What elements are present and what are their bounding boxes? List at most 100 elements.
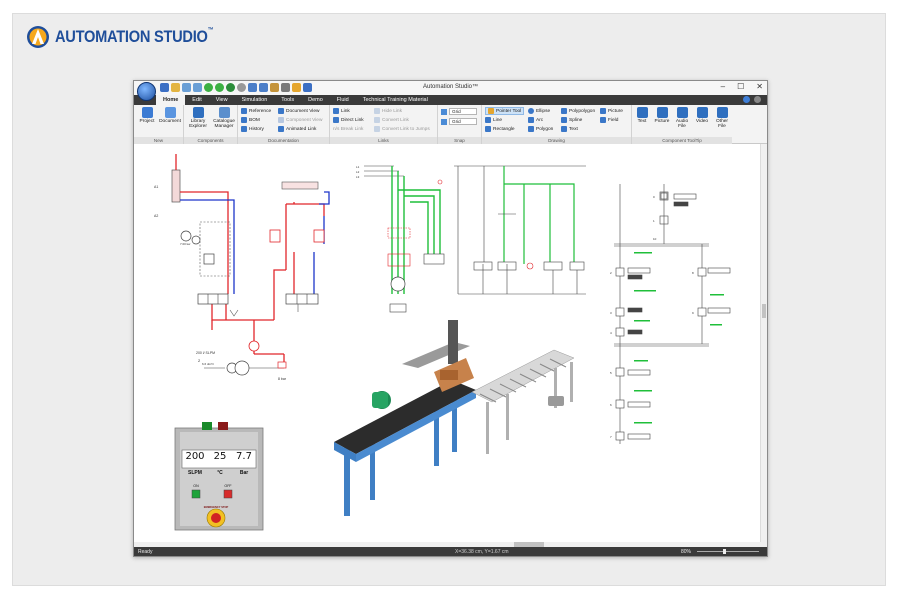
print-icon[interactable] [281, 83, 290, 92]
vertical-scroll-thumb[interactable] [762, 304, 766, 318]
polypolygon-tool-button[interactable]: Polypolygon [561, 107, 595, 115]
tab-edit[interactable]: Edit [192, 97, 202, 103]
close-button[interactable]: ✕ [756, 82, 763, 91]
document-view-icon [278, 108, 284, 114]
hide-link-button[interactable]: Hide Link [374, 107, 402, 115]
tab-view[interactable]: View [215, 97, 228, 103]
other-file-label-2: File [718, 124, 726, 130]
text-tool-button[interactable]: Text [561, 125, 578, 133]
tab-home[interactable]: Home [156, 95, 186, 105]
library-explorer-label-1: Library [190, 119, 206, 124]
title-bar: Automation Studio™ – ☐ ✕ [134, 81, 767, 95]
step-simulation-icon[interactable] [215, 83, 224, 92]
component-view-button[interactable]: Component View [278, 116, 322, 124]
animated-link-button[interactable]: Animated Link [278, 125, 316, 133]
tab-simulation[interactable]: Simulation [241, 97, 268, 103]
history-icon [241, 126, 247, 132]
cut-icon[interactable] [248, 83, 257, 92]
undo-icon[interactable] [182, 83, 191, 92]
tooltip-video-button[interactable]: Video [692, 107, 712, 124]
arc-tool-button[interactable]: Arc [528, 116, 543, 124]
copy-icon[interactable] [259, 83, 268, 92]
library-explorer-button[interactable]: Library Explorer [187, 107, 209, 129]
maximize-button[interactable]: ☐ [737, 82, 745, 91]
ribbon: Project Document New Library Explorer Ca… [134, 105, 767, 144]
cylinder-ref-a1: A1 [154, 185, 158, 189]
component-view-icon [278, 117, 284, 123]
tab-technical-training-material[interactable]: Technical Training Material [362, 97, 428, 103]
document-view-label: Document View [286, 108, 320, 114]
pressure-display-value: 7.7 [236, 451, 252, 462]
line-tool-button[interactable]: Line [485, 116, 502, 124]
phase-l3-label: L3 [356, 175, 360, 179]
history-button[interactable]: History [241, 125, 264, 133]
new-project-button[interactable]: Project [136, 107, 158, 124]
video-label: Video [695, 119, 709, 124]
break-link-button[interactable]: n/s Break Link [333, 125, 363, 133]
field-tool-button[interactable]: Field [600, 116, 618, 124]
direct-link-button[interactable]: Direct Link [333, 116, 364, 124]
snap-grid-size-select[interactable]: Grid [449, 118, 477, 125]
off-button[interactable] [224, 490, 232, 498]
rectangle-tool-button[interactable]: Rectangle [485, 125, 515, 133]
redo-icon[interactable] [193, 83, 202, 92]
on-label: ON [193, 484, 199, 488]
vertical-scrollbar[interactable] [760, 144, 767, 549]
new-document-button[interactable]: Document [159, 107, 181, 124]
tab-tools[interactable]: Tools [281, 97, 295, 103]
help-icon[interactable] [303, 83, 312, 92]
audio-file-icon [676, 107, 688, 118]
cursor-coordinates: X=36.38 cm, Y=1.67 cm [455, 549, 509, 555]
spline-tool-button[interactable]: Spline [561, 116, 582, 124]
tooltip-text-button[interactable]: Text [632, 107, 652, 124]
polygon-tool-button[interactable]: Polygon [528, 125, 553, 133]
horizontal-scroll-thumb[interactable] [514, 542, 544, 547]
library-explorer-label-2: Explorer [189, 124, 207, 130]
on-button[interactable] [192, 490, 200, 498]
rectangle-label: Rectangle [493, 126, 515, 132]
ellipse-tool-button[interactable]: Ellipse [528, 107, 550, 115]
convert-link-button[interactable]: Convert Link [374, 116, 409, 124]
audio-file-label-1: Audio [675, 119, 689, 124]
zoom-icon[interactable] [292, 83, 301, 92]
app-window: Automation Studio™ – ☐ ✕ Home Edit View … [133, 80, 768, 557]
stop-simulation-icon[interactable] [237, 83, 246, 92]
document-canvas[interactable]: 200 l/ SLPM 8 bar 6.6 dm³/r 7.00 kw A1 A… [134, 144, 762, 549]
app-menu-button[interactable] [137, 82, 156, 101]
tab-demo[interactable]: Demo [308, 97, 323, 103]
run-simulation-icon[interactable] [204, 83, 213, 92]
animated-link-icon [278, 126, 284, 132]
link-button[interactable]: Link [333, 107, 350, 115]
catalogue-manager-label-2: Manager [214, 124, 234, 130]
convert-link-to-jumps-button[interactable]: Convert Link to Jumps [374, 125, 430, 133]
tooltip-picture-icon [656, 107, 668, 118]
pause-simulation-icon[interactable] [226, 83, 235, 92]
pointer-tool-button[interactable]: Pointer Tool [485, 107, 525, 115]
horizontal-scrollbar[interactable] [134, 542, 762, 547]
paste-icon[interactable] [270, 83, 279, 92]
hide-link-label: Hide Link [382, 108, 402, 114]
bom-button[interactable]: BOM [241, 116, 260, 124]
reference-button[interactable]: Reference [241, 107, 271, 115]
snap-grid-select[interactable]: Grid [449, 108, 477, 115]
pressure-label: 8 bar [278, 377, 287, 381]
catalogue-manager-button[interactable]: Catalogue Manager [211, 107, 237, 129]
minimize-button[interactable]: – [720, 82, 726, 91]
motor-label: 7.00 kw [180, 242, 191, 246]
automation-studio-logo-icon [27, 26, 49, 48]
help-circle-icon[interactable] [743, 96, 750, 103]
emergency-stop-button[interactable] [207, 509, 225, 527]
ribbon-collapse-icon[interactable] [754, 96, 761, 103]
picture-tool-button[interactable]: Picture [600, 107, 623, 115]
open-icon[interactable] [171, 83, 180, 92]
ribbon-group-label-snap: Snap [438, 137, 481, 144]
save-icon[interactable] [160, 83, 169, 92]
zoom-slider-knob[interactable] [723, 549, 726, 554]
document-view-button[interactable]: Document View [278, 107, 320, 115]
tab-fluid[interactable]: Fluid [336, 97, 349, 103]
zoom-slider[interactable] [697, 549, 759, 554]
arc-icon [528, 117, 534, 123]
tooltip-picture-button[interactable]: Picture [652, 107, 672, 124]
